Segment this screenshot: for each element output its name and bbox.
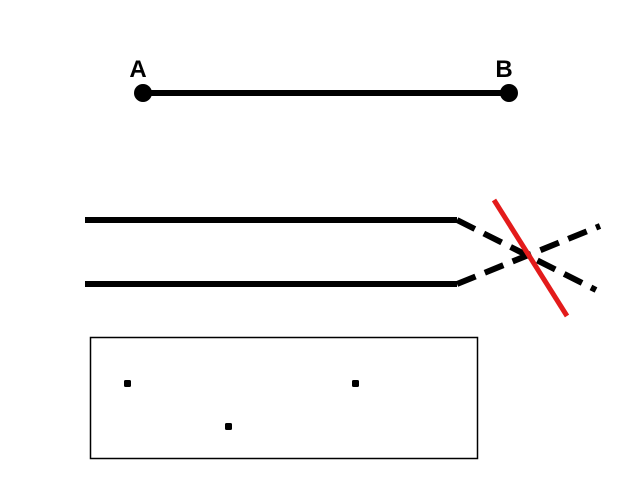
cross-out-mark (491, 198, 570, 318)
points-box (89, 336, 479, 460)
point-b-label: B (495, 56, 512, 83)
dot-2 (352, 380, 359, 387)
box-outline (89, 336, 479, 460)
dot-1 (124, 380, 131, 387)
converging-lines (85, 217, 602, 293)
point-a-label: A (129, 56, 146, 83)
point-b-dot (500, 84, 518, 102)
dot-3 (225, 423, 232, 430)
point-a-dot (134, 84, 152, 102)
segment-ab: A B (129, 56, 518, 102)
